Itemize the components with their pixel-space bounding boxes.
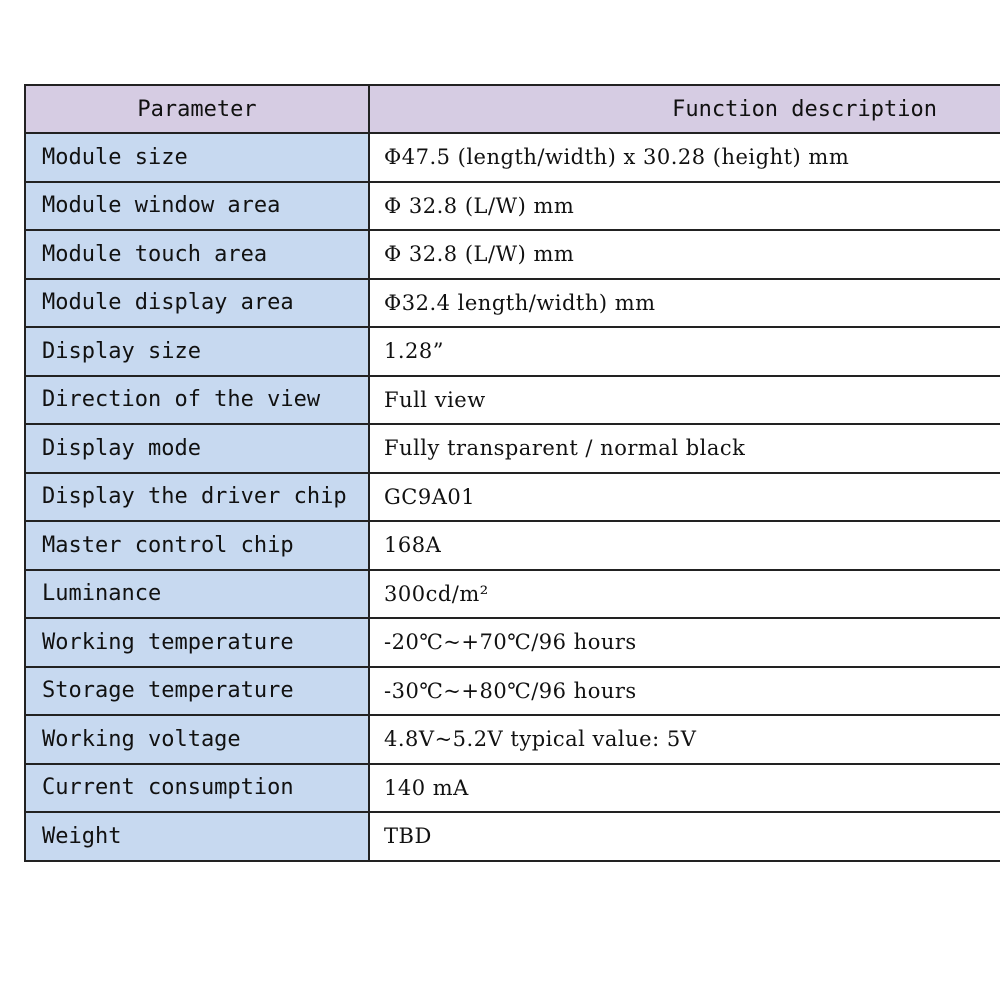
row-description-cell: 168A: [368, 520, 1000, 571]
specification-table: Parameter Function description Module si…: [24, 84, 1000, 862]
row-parameter-cell: Module window area: [24, 180, 370, 231]
row-description-cell: 1.28”: [368, 326, 1000, 377]
row-description-cell: Fully transparent / normal black: [368, 423, 1000, 474]
row-parameter-cell: Display the driver chip: [24, 471, 370, 522]
table-row: Luminance 300cd/m²: [24, 568, 1000, 619]
table-row: Direction of the view Full view: [24, 374, 1000, 425]
row-parameter-cell: Display size: [24, 326, 370, 377]
row-parameter-cell: Display mode: [24, 423, 370, 474]
row-parameter-cell: Module touch area: [24, 229, 370, 280]
table-row: Module display area Φ32.4 length/width) …: [24, 277, 1000, 328]
row-description-cell: 4.8V~5.2V typical value: 5V: [368, 714, 1000, 765]
table-row: Module size Φ47.5 (length/width) x 30.28…: [24, 132, 1000, 183]
row-parameter-cell: Weight: [24, 811, 370, 862]
row-parameter-cell: Working voltage: [24, 714, 370, 765]
row-parameter-cell: Master control chip: [24, 520, 370, 571]
row-description-cell: Φ 32.8 (L/W) mm: [368, 229, 1000, 280]
table-row: Display mode Fully transparent / normal …: [24, 423, 1000, 474]
table-row: Working temperature -20℃~+70℃/96 hours: [24, 617, 1000, 668]
header-function-description: Function description: [368, 84, 1000, 134]
table-body: Module size Φ47.5 (length/width) x 30.28…: [24, 132, 1000, 862]
row-parameter-cell: Module display area: [24, 277, 370, 328]
row-parameter-cell: Luminance: [24, 568, 370, 619]
row-description-cell: 300cd/m²: [368, 568, 1000, 619]
row-description-cell: Φ47.5 (length/width) x 30.28 (height) mm: [368, 132, 1000, 183]
row-parameter-cell: Direction of the view: [24, 374, 370, 425]
row-parameter-cell: Module size: [24, 132, 370, 183]
table-row: Storage temperature -30℃~+80℃/96 hours: [24, 665, 1000, 716]
table-row: Weight TBD: [24, 811, 1000, 862]
row-description-cell: Φ32.4 length/width) mm: [368, 277, 1000, 328]
row-description-cell: Φ 32.8 (L/W) mm: [368, 180, 1000, 231]
table-row: Display the driver chip GC9A01: [24, 471, 1000, 522]
table-row: Current consumption 140 mA: [24, 762, 1000, 813]
header-parameter: Parameter: [24, 84, 370, 134]
header-row: Parameter Function description: [24, 84, 1000, 134]
row-description-cell: GC9A01: [368, 471, 1000, 522]
table-row: Module window area Φ 32.8 (L/W) mm: [24, 180, 1000, 231]
row-parameter-cell: Current consumption: [24, 762, 370, 813]
row-parameter-cell: Working temperature: [24, 617, 370, 668]
table-header: Parameter Function description: [24, 84, 1000, 134]
table-row: Working voltage 4.8V~5.2V typical value:…: [24, 714, 1000, 765]
row-parameter-cell: Storage temperature: [24, 665, 370, 716]
row-description-cell: 140 mA: [368, 762, 1000, 813]
table-row: Master control chip 168A: [24, 520, 1000, 571]
row-description-cell: Full view: [368, 374, 1000, 425]
table-row: Module touch area Φ 32.8 (L/W) mm: [24, 229, 1000, 280]
row-description-cell: -20℃~+70℃/96 hours: [368, 617, 1000, 668]
row-description-cell: TBD: [368, 811, 1000, 862]
row-description-cell: -30℃~+80℃/96 hours: [368, 665, 1000, 716]
table-row: Display size 1.28”: [24, 326, 1000, 377]
